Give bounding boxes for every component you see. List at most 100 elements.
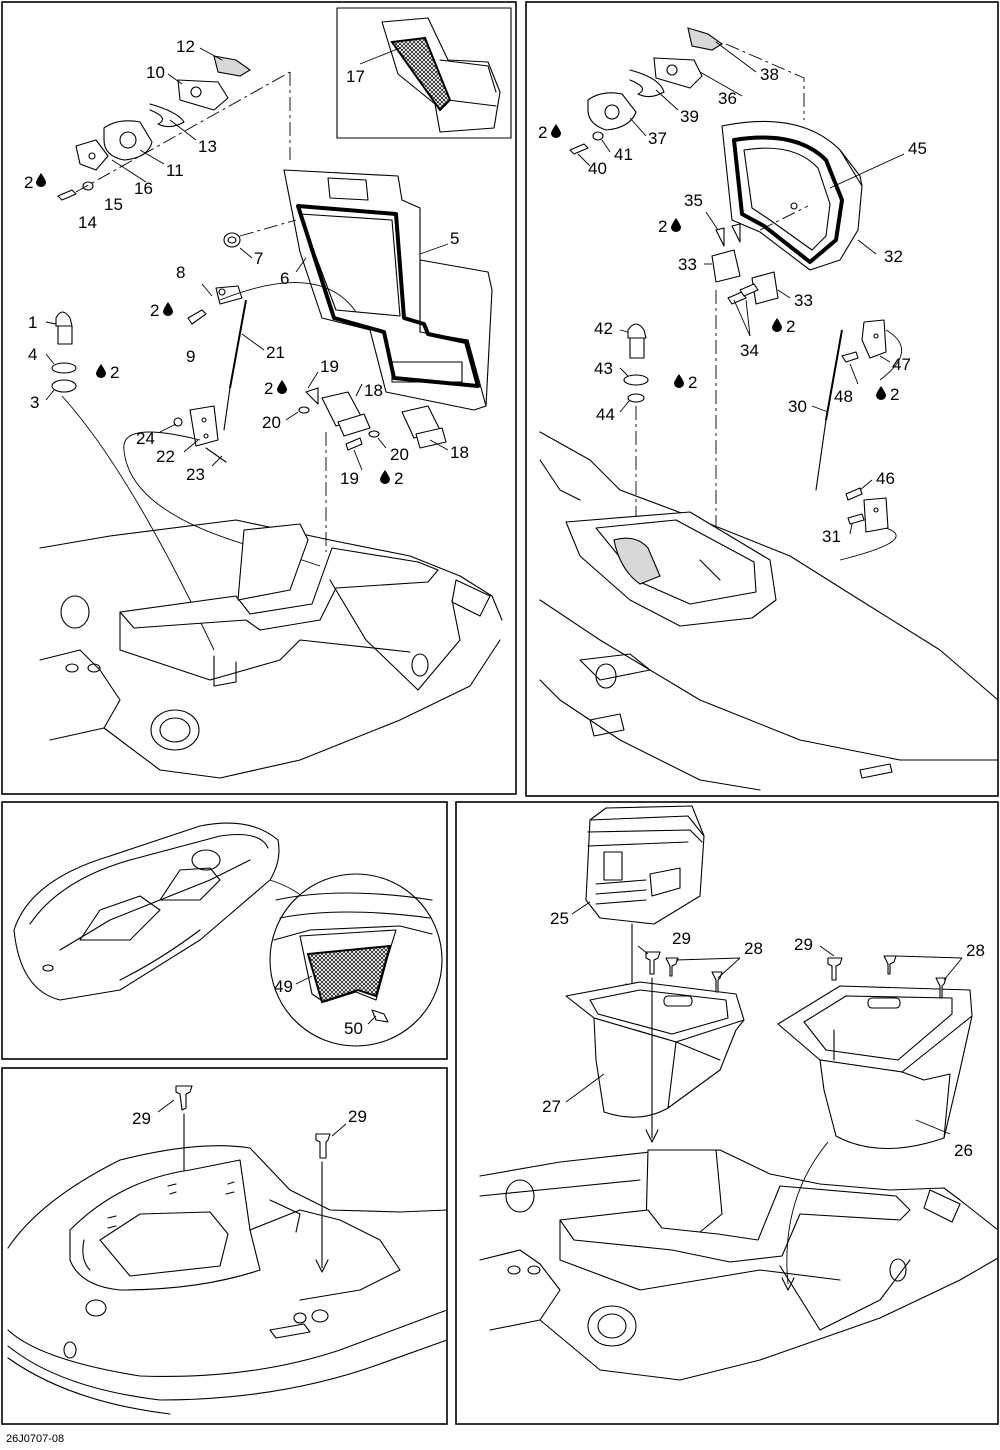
figure-id: 26J0707-08 [6, 1433, 64, 1445]
callout-29-d2: 29 [348, 1107, 367, 1126]
drop-icon [772, 318, 782, 332]
callout-8: 8 [176, 263, 185, 282]
glove-box-detail [273, 892, 433, 1023]
hinges-part-18 [298, 387, 447, 552]
inset-lid-with-mesh [381, 17, 501, 133]
callout-29-d1: 29 [132, 1109, 151, 1128]
callout-20-b: 20 [390, 445, 409, 464]
hull-deck-view-a [39, 519, 503, 779]
hull-deck-view-e [479, 1141, 999, 1381]
callout-20-a: 20 [262, 413, 281, 432]
svg-text:2: 2 [688, 373, 697, 392]
callout-15: 15 [104, 195, 123, 214]
callout-50: 50 [344, 1019, 363, 1038]
callout-32: 32 [884, 247, 903, 266]
adhesive-note-b2: 2 [658, 217, 681, 236]
callout-1: 1 [28, 313, 37, 332]
callout-44: 44 [596, 405, 615, 424]
callout-16: 16 [134, 179, 153, 198]
callout-22: 22 [156, 447, 175, 466]
callout-18-a: 18 [364, 381, 383, 400]
callout-29-e2: 29 [794, 935, 813, 954]
callout-40: 40 [588, 159, 607, 178]
adhesive-note-b3: 2 [772, 317, 795, 336]
callout-12: 12 [176, 37, 195, 56]
liner-part-26 [777, 985, 973, 1150]
adhesive-note-a5: 2 [380, 469, 403, 488]
callout-42: 42 [594, 319, 613, 338]
svg-text:2: 2 [786, 317, 795, 336]
stopper-part-1 [51, 311, 215, 651]
leader-lines-e [565, 901, 963, 1135]
hinges-part-33 [711, 205, 809, 560]
adhesive-note-b5: 2 [876, 385, 899, 404]
svg-text:2: 2 [394, 469, 403, 488]
svg-text:2: 2 [538, 123, 547, 142]
callout-11: 11 [166, 161, 184, 180]
callout-26: 26 [954, 1141, 973, 1160]
screws-part-28-29-e [645, 951, 947, 1143]
svg-text:2: 2 [24, 173, 33, 192]
drop-icon [671, 218, 681, 232]
boat-overview [13, 822, 311, 1001]
hull-bow-view [7, 1145, 448, 1415]
svg-text:2: 2 [890, 385, 899, 404]
drop-icon [36, 173, 46, 187]
callout-17: 17 [346, 67, 365, 86]
svg-text:2: 2 [150, 301, 159, 320]
panel-glove-box [13, 822, 443, 1047]
callout-9: 9 [186, 347, 195, 366]
adhesive-note-b4: 2 [674, 373, 697, 392]
callout-30: 30 [788, 397, 807, 416]
drop-icon [277, 380, 287, 394]
svg-text:2: 2 [658, 217, 667, 236]
callout-39: 39 [680, 107, 699, 126]
callout-6: 6 [280, 269, 289, 288]
panel-bow-deck [7, 1085, 448, 1415]
callout-24: 24 [136, 429, 155, 448]
callout-21: 21 [266, 343, 285, 362]
adhesive-note-a1: 2 [24, 173, 46, 192]
panel-front-storage-cover [539, 27, 999, 791]
adhesive-note-a2: 2 [150, 301, 173, 320]
callout-10: 10 [146, 63, 165, 82]
latch-assembly-b [569, 27, 805, 155]
leader-lines-b [577, 41, 905, 535]
callout-29-e1: 29 [672, 929, 691, 948]
callout-23: 23 [186, 465, 205, 484]
callout-5: 5 [450, 229, 459, 248]
callout-19-a: 19 [320, 357, 339, 376]
callout-28-a: 28 [744, 939, 763, 958]
drop-icon [163, 302, 173, 316]
bumper-part-7 [223, 219, 297, 248]
callout-48: 48 [834, 387, 853, 406]
hull-deck-view-b [539, 431, 999, 791]
leader-lines-a [45, 47, 449, 471]
callout-41: 41 [614, 145, 633, 164]
callout-19-b: 19 [340, 469, 359, 488]
callout-13: 13 [198, 137, 217, 156]
callout-25: 25 [550, 909, 569, 928]
callout-47: 47 [892, 355, 911, 374]
drop-icon [96, 364, 106, 378]
callout-28-b: 28 [966, 941, 985, 960]
panel-cooler-liners [479, 805, 999, 1381]
leader-lines-c [295, 975, 377, 1025]
callout-46: 46 [876, 469, 895, 488]
callout-34: 34 [740, 341, 759, 360]
drop-icon [876, 386, 886, 400]
liner-part-27 [565, 981, 745, 1118]
storage-lid-part-32 [721, 120, 863, 271]
callout-43: 43 [594, 359, 613, 378]
callout-35: 35 [684, 191, 703, 210]
callout-3: 3 [30, 393, 39, 412]
callout-4: 4 [28, 345, 37, 364]
callout-labels: 1 4 3 5 6 7 8 9 10 11 12 13 14 15 16 17 … [28, 37, 985, 1160]
panel-rear-storage-cover [39, 7, 512, 779]
callout-45: 45 [908, 139, 927, 158]
drop-icon [551, 124, 561, 138]
adhesive-note-b1: 2 [538, 123, 561, 142]
callout-37: 37 [648, 129, 667, 148]
latch-assembly [57, 55, 291, 201]
